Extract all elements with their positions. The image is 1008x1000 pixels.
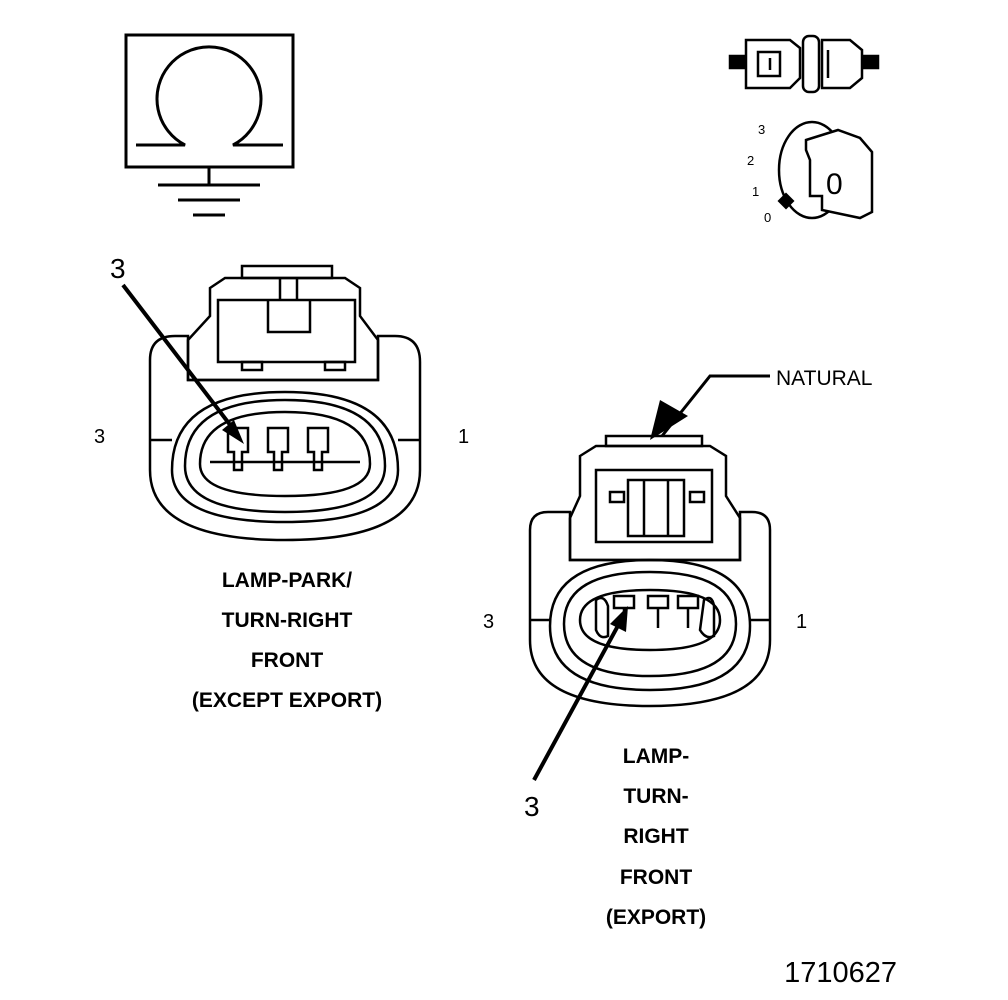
right-caption-line-3: RIGHT: [623, 825, 689, 848]
right-pin-label-3: 3: [483, 611, 494, 633]
ign-key-label: 0: [826, 168, 843, 201]
right-callout-arrow: [532, 606, 628, 781]
connector-disconnect-icon: [728, 34, 880, 94]
right-caption-line-5: (EXPORT): [606, 906, 706, 929]
right-pin-label-1: 1: [796, 611, 807, 633]
figure-id: 1710627: [784, 957, 897, 989]
connector-export: [528, 434, 772, 708]
left-caption: LAMP-PARK/ TURN-RIGHT FRONT (EXCEPT EXPO…: [192, 569, 382, 712]
ohmmeter-symbol: [124, 33, 295, 217]
left-caption-line-3: FRONT: [251, 649, 323, 672]
ignition-key-icon: 3 2 1 0 0: [747, 120, 874, 225]
ign-pos-3: 3: [758, 122, 765, 137]
ign-pos-1: 1: [752, 184, 759, 199]
ign-pos-0: 0: [764, 210, 771, 225]
connector-except-export: [148, 264, 422, 542]
ign-pos-2: 2: [747, 153, 754, 168]
left-caption-line-2: TURN-RIGHT: [222, 609, 353, 632]
left-caption-line-4: (EXCEPT EXPORT): [192, 689, 382, 712]
left-pin-label-1: 1: [458, 426, 469, 448]
left-callout-number: 3: [110, 253, 126, 284]
left-pin-label-3: 3: [94, 426, 105, 448]
natural-leader-arrow: [650, 374, 770, 440]
right-caption-line-1: LAMP-: [623, 745, 690, 768]
left-connector-terminals: [210, 426, 360, 472]
left-caption-line-1: LAMP-PARK/: [222, 569, 352, 592]
right-caption-line-4: FRONT: [620, 866, 692, 889]
right-caption: LAMP- TURN- RIGHT FRONT (EXPORT): [606, 745, 706, 929]
right-caption-line-2: TURN-: [623, 785, 688, 808]
natural-label: NATURAL: [776, 367, 872, 390]
right-callout-number: 3: [524, 791, 540, 822]
left-callout-arrow: [121, 283, 244, 444]
